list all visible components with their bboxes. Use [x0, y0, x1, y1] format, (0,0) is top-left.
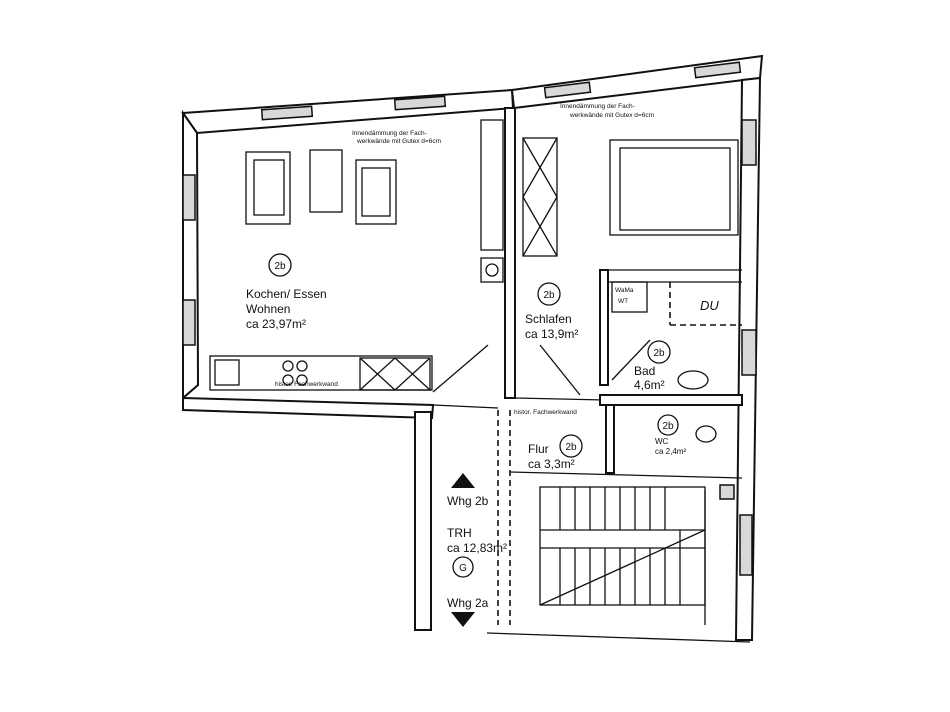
- bath-name: Bad: [634, 364, 655, 378]
- sink-label: WT: [618, 298, 628, 305]
- kitchen-furniture: [209, 119, 504, 393]
- insulation-note-right-1: Innendämmung der Fach-: [560, 103, 635, 110]
- hall-area: ca 3,3m²: [528, 457, 575, 471]
- insulation-note-left-2: werkwände mit Gutex d=6cm: [356, 138, 441, 145]
- interior-walls: [414, 107, 743, 631]
- bath-fixtures: WaMa WT DU: [611, 281, 742, 443]
- up-arrow-icon: [451, 473, 475, 488]
- staircase: [451, 473, 706, 627]
- bath-area: 4,6m²: [634, 378, 665, 392]
- kitchen-area: ca 23,97m²: [246, 317, 306, 331]
- insulation-note-right-2: werkwände mit Gutex d=6cm: [569, 112, 654, 119]
- kitchen-name-2: Wohnen: [246, 302, 290, 316]
- stair-down-label: Whg 2a: [447, 596, 489, 610]
- historic-wall-kitchen: histor. Fachwerkwand: [275, 381, 338, 388]
- washer-label: WaMa: [615, 287, 634, 294]
- down-arrow-icon: [451, 612, 475, 627]
- room-stair: Whg 2b TRH ca 12,83m² G Whg 2a: [447, 494, 507, 610]
- kitchen-name-1: Kochen/ Essen: [246, 287, 327, 301]
- window-markers: [182, 61, 757, 576]
- bedroom-furniture: [522, 137, 739, 396]
- stair-area: ca 12,83m²: [447, 541, 507, 555]
- bedroom-area: ca 13,9m²: [525, 327, 578, 341]
- wc-name: WC: [655, 437, 669, 446]
- room-bedroom: 2b Schlafen ca 13,9m²: [525, 282, 578, 341]
- hall-name: Flur: [528, 442, 549, 456]
- wc-area: ca 2,4m²: [655, 447, 686, 456]
- stair-name: TRH: [447, 526, 472, 540]
- hall-badge: 2b: [565, 442, 577, 453]
- shower-label: DU: [700, 298, 719, 313]
- room-hall: 2b Flur ca 3,3m²: [528, 434, 583, 471]
- bedroom-badge: 2b: [543, 290, 555, 301]
- room-kitchen: 2b Kochen/ Essen Wohnen ca 23,97m²: [246, 253, 327, 331]
- historic-wall-hall: histor. Fachwerkwand: [514, 409, 577, 416]
- room-bath: 2b Bad 4,6m²: [634, 340, 671, 392]
- bath-badge: 2b: [653, 348, 665, 359]
- wc-badge: 2b: [662, 421, 674, 432]
- bedroom-name: Schlafen: [525, 312, 572, 326]
- insulation-note-left-1: Innendämmung der Fach-: [352, 130, 427, 137]
- room-wc: 2b WC ca 2,4m²: [655, 414, 686, 456]
- kitchen-badge: 2b: [274, 261, 286, 272]
- stair-up-label: Whg 2b: [447, 494, 489, 508]
- stair-badge: G: [459, 563, 467, 574]
- annotations: Innendämmung der Fach- werkwände mit Gut…: [275, 103, 654, 416]
